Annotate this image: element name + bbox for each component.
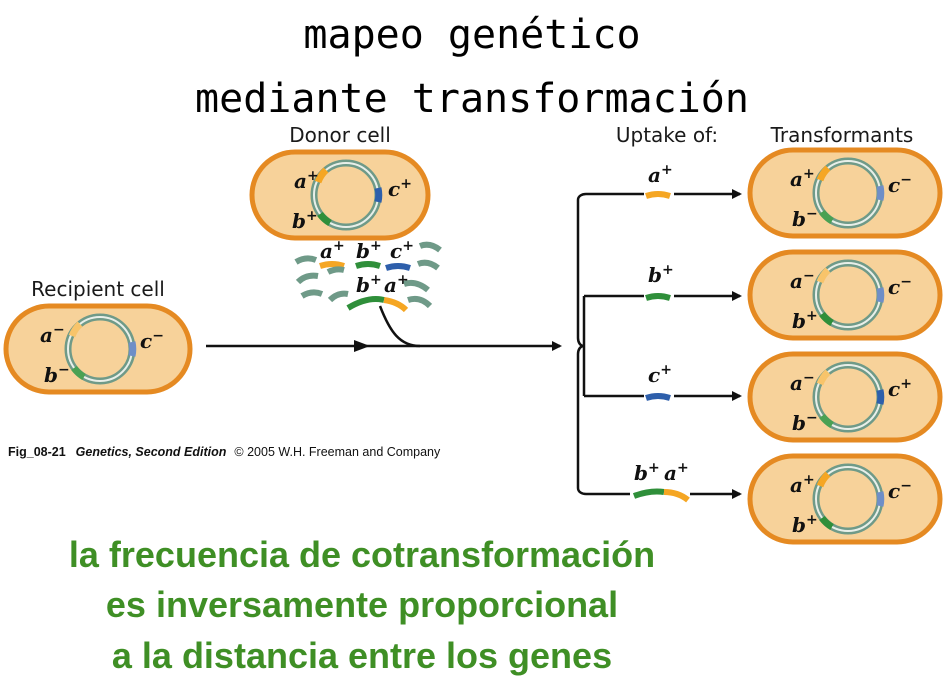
uptake-row-c: c+ [600, 362, 742, 404]
uptake-curve [378, 305, 421, 348]
uptake-a-label: a+ [648, 162, 673, 187]
fragment-plain [300, 289, 324, 299]
fragment-plain [416, 259, 440, 271]
transformant-2-b-label: b+ [792, 308, 818, 333]
uptake-c-fragment [645, 393, 671, 401]
donor-gene-b-label: b+ [292, 208, 318, 233]
uptake-of-label: Uptake of: [616, 123, 718, 147]
transformant-3-body [747, 351, 943, 443]
transformant-1-a-label: a+ [790, 166, 815, 191]
transformant-4-body [747, 453, 943, 545]
donor-cell-label: Donor cell [289, 123, 391, 147]
transformants-label: Transformants [770, 123, 914, 147]
recipient-gene-c-segment [128, 341, 137, 357]
uptake-row-b: b+ [600, 262, 742, 304]
fragment-plain [294, 255, 318, 265]
fragment-a [319, 261, 345, 269]
uptake-ab-b-part [632, 488, 665, 499]
branch-lower [576, 344, 600, 496]
transformant-2-gene-b [819, 311, 834, 327]
fragment-plain [407, 295, 433, 309]
recipient-cell: a− c− b− [3, 303, 193, 395]
transformant-1-gene-c [876, 185, 885, 201]
transformant-1-gene-b [819, 209, 834, 225]
fragment-plain [403, 279, 430, 293]
uptake-ab-a-label: a+ [664, 460, 689, 485]
transformant-cell-3: a− c+ b− [747, 351, 943, 443]
uptake-ab-b-label: b+ [634, 460, 660, 485]
transformant-cell-4: a+ c− b+ [747, 453, 943, 545]
transformant-cell-2: a− c− b+ [747, 249, 943, 341]
branching-lines [576, 192, 600, 496]
fragment-plain [326, 266, 345, 275]
conclusion-line-1: la frecuencia de cotransformación [69, 534, 655, 575]
donor-gene-b-segment [317, 211, 332, 227]
transformant-1-b-label: b− [792, 206, 818, 231]
transformant-cell-1: a+ c− b− [747, 147, 943, 239]
transformant-1-body [747, 147, 943, 239]
transformant-4-gene-a [816, 471, 831, 488]
fragment-c-label: c+ [390, 238, 414, 263]
uptake-row-ab: b+ a+ [600, 460, 742, 503]
fragment-plain [295, 272, 319, 285]
title-line-1: mapeo genético [303, 12, 640, 58]
fragment-plain [327, 290, 349, 303]
fragment-b-label: b+ [356, 238, 382, 263]
transformant-1-c-label: c− [888, 172, 912, 197]
conclusion-line-3: a la distancia entre los genes [112, 635, 612, 676]
main-arrow [206, 305, 562, 352]
transformant-4-gene-c [876, 491, 885, 507]
fragment-c [385, 263, 411, 271]
title-line-2: mediante transformación [195, 76, 749, 122]
recipient-cell-body [3, 303, 193, 395]
transformant-2-a-label: a− [790, 268, 815, 293]
donor-cell-body [249, 149, 431, 241]
transformant-3-a-label: a− [790, 370, 815, 395]
main-arrow-mid-head [354, 340, 370, 352]
uptake-c-label: c+ [648, 362, 672, 387]
uptake-row-a: a+ [600, 162, 742, 202]
donor-gene-a-segment [314, 167, 329, 184]
fragment-ab-b-part [346, 296, 385, 311]
donor-cell: a+ c+ b+ [249, 149, 431, 241]
fragment-ab-a-label: a+ [384, 272, 409, 297]
recipient-gene-b-label: b− [44, 362, 70, 387]
recipient-cell-label: Recipient cell [31, 277, 165, 301]
transformant-3-gene-b [819, 413, 834, 429]
transformant-2-gene-a [816, 267, 831, 284]
recipient-gene-c-label: c− [140, 328, 164, 353]
donor-gene-a-label: a+ [294, 168, 319, 193]
transformant-2-gene-c [876, 287, 885, 303]
transformant-4-gene-b [819, 515, 834, 531]
transformant-2-c-label: c− [888, 274, 912, 299]
transformant-1-gene-a [816, 165, 831, 182]
donor-gene-c-segment [374, 187, 383, 203]
fragment-ab-b-label: b+ [356, 272, 382, 297]
transformant-3-b-label: b− [792, 410, 818, 435]
uptake-b-fragment [645, 293, 671, 301]
figure-credit: Fig_08-21 Genetics, Second Edition © 200… [8, 443, 441, 460]
uptake-ab-a-part [663, 489, 690, 503]
recipient-gene-b-segment [71, 365, 86, 381]
uptake-b-label: b+ [648, 262, 674, 287]
transformant-4-a-label: a+ [790, 472, 815, 497]
recipient-gene-a-segment [68, 321, 83, 338]
fragment-ab-a-part [383, 297, 409, 313]
conclusion-line-2: es inversamente proporcional [106, 584, 618, 625]
branch-upper [576, 192, 600, 348]
donor-dna-fragments: a+ b+ c+ b+ a+ [294, 238, 442, 313]
uptake-a-fragment [645, 191, 671, 199]
donor-gene-c-label: c+ [388, 176, 412, 201]
transformant-3-gene-c [876, 389, 885, 405]
fragment-b [355, 261, 381, 269]
fragment-plain [418, 241, 442, 253]
transformant-3-c-label: c+ [888, 376, 912, 401]
transformant-4-b-label: b+ [792, 512, 818, 537]
fragment-a-label: a+ [320, 238, 345, 263]
recipient-gene-a-label: a− [40, 322, 65, 347]
transformant-4-c-label: c− [888, 478, 912, 503]
transformant-2-body [747, 249, 943, 341]
transformant-3-gene-a [816, 369, 831, 386]
